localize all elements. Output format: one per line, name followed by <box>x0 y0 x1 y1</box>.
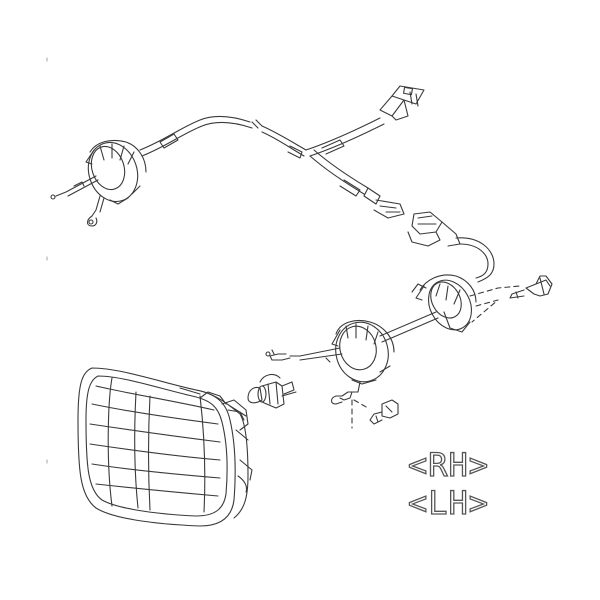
rh-socket-leads <box>379 311 439 343</box>
lh-screw <box>369 399 399 425</box>
upper-connector <box>379 85 425 121</box>
rh-screw <box>509 275 553 299</box>
lh-label: <LH> <box>408 484 489 522</box>
lh-socket-leads <box>265 347 343 363</box>
lh-bulb-socket <box>331 319 395 385</box>
lh-screw-guide <box>351 399 369 429</box>
rh-screw-guide <box>469 285 521 323</box>
upper-left-socket <box>85 139 147 205</box>
rh-label: <RH> <box>408 446 489 484</box>
rh-bulb-socket <box>411 274 477 333</box>
fog-lamp-housing <box>77 367 253 527</box>
rh-lamp-wire <box>455 237 495 283</box>
upper-left-socket-leads <box>50 175 105 227</box>
mating-connector <box>407 211 461 247</box>
wiring-harness <box>139 115 385 197</box>
side-labels: <RH> <LH> <box>407 445 489 522</box>
halogen-bulb <box>247 373 297 409</box>
lh-ground-lead <box>330 381 361 405</box>
middle-connector <box>363 187 405 219</box>
